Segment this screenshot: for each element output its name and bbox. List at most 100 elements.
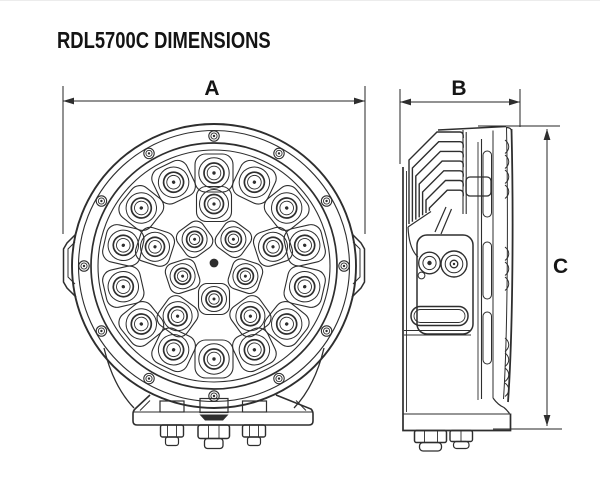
dimension-b: B bbox=[399, 77, 521, 164]
foot-chamfers bbox=[139, 400, 307, 411]
dimension-c-extension-lines bbox=[478, 125, 562, 430]
housing-strip-top bbox=[482, 150, 492, 218]
led-cell bbox=[118, 301, 165, 347]
led-module bbox=[194, 339, 234, 379]
led-module bbox=[227, 258, 264, 295]
foot-shadow-wedge bbox=[199, 414, 229, 421]
foot-tab-right bbox=[241, 400, 268, 413]
led-cell bbox=[194, 153, 234, 193]
lens-top-corner bbox=[505, 126, 513, 133]
front-view: A bbox=[62, 77, 366, 450]
bezel-screw bbox=[143, 372, 155, 385]
support-strut bbox=[434, 206, 453, 235]
led-cell bbox=[263, 185, 310, 231]
led-cell bbox=[134, 226, 176, 267]
lens-tick bbox=[504, 154, 510, 169]
base-outline bbox=[402, 413, 512, 432]
housing-outer-circle bbox=[71, 123, 357, 409]
housing-strip-bottom bbox=[482, 311, 492, 365]
bezel-circle bbox=[90, 142, 338, 390]
led-module bbox=[175, 220, 214, 259]
lens-front-outer bbox=[507, 128, 514, 403]
led-module bbox=[102, 265, 145, 308]
bezel-screws bbox=[78, 130, 350, 402]
led-cell bbox=[232, 159, 277, 205]
housing-clip bbox=[465, 176, 492, 197]
led-cell bbox=[227, 258, 264, 295]
arrow-down-icon bbox=[543, 415, 551, 426]
led-cell bbox=[229, 295, 272, 338]
led-module bbox=[283, 265, 326, 308]
lens-tick bbox=[504, 382, 510, 397]
bezel-screw bbox=[95, 195, 108, 207]
heatsink-fin bbox=[421, 170, 464, 216]
led-module bbox=[102, 224, 145, 267]
arrow-left-icon bbox=[63, 97, 74, 105]
lens-tick bbox=[504, 184, 510, 199]
lens-tick bbox=[504, 169, 510, 184]
led-module bbox=[118, 185, 165, 231]
arrow-up-icon bbox=[543, 129, 551, 140]
connector-bolt bbox=[440, 250, 468, 278]
led-cell bbox=[102, 265, 145, 308]
led-cell bbox=[232, 327, 277, 373]
led-module bbox=[197, 282, 231, 316]
bezel-screw bbox=[338, 260, 350, 272]
lens-tick bbox=[504, 276, 510, 291]
lens-tick bbox=[504, 261, 510, 276]
mounting-foot bbox=[132, 394, 314, 450]
right-tab-inner bbox=[352, 241, 361, 285]
led-cell bbox=[283, 224, 326, 267]
dimension-b-label: B bbox=[451, 77, 466, 100]
bezel-screw bbox=[143, 147, 155, 160]
led-cell bbox=[102, 224, 145, 267]
led-module bbox=[263, 301, 310, 347]
dimension-a: A bbox=[62, 77, 366, 234]
led-module bbox=[151, 327, 196, 373]
bezel-screw bbox=[320, 195, 333, 207]
center-breather-dot bbox=[209, 258, 219, 268]
base-nut-left bbox=[413, 429, 448, 452]
bracket-bottom-lines bbox=[404, 330, 471, 336]
dimension-a-label: A bbox=[204, 77, 219, 100]
lens-circle bbox=[97, 149, 331, 383]
lens-tick bbox=[504, 352, 510, 367]
led-module bbox=[151, 159, 196, 205]
led-cell bbox=[194, 339, 234, 379]
foot-tab-left bbox=[159, 400, 185, 413]
oval-slot bbox=[410, 305, 469, 327]
led-module bbox=[229, 295, 272, 338]
foot-bolt-right bbox=[241, 424, 267, 447]
bezel-screw bbox=[273, 147, 285, 160]
dimension-a-extension-lines bbox=[62, 86, 366, 234]
led-cell bbox=[151, 159, 196, 205]
led-cell bbox=[283, 265, 326, 308]
housing-strip-middle bbox=[482, 241, 492, 300]
led-module bbox=[134, 226, 176, 267]
led-module bbox=[195, 185, 233, 223]
led-cell bbox=[118, 185, 165, 231]
dimension-c-label: C bbox=[553, 255, 568, 278]
led-array bbox=[102, 153, 326, 379]
led-cell bbox=[252, 226, 294, 267]
led-module bbox=[263, 185, 310, 231]
led-cell bbox=[151, 327, 196, 373]
led-module bbox=[283, 224, 326, 267]
led-cell bbox=[195, 185, 233, 223]
connector-breather bbox=[417, 251, 441, 280]
body-top-edge bbox=[437, 125, 507, 131]
bezel-screw bbox=[273, 372, 285, 385]
arrow-right-icon bbox=[509, 98, 520, 106]
lens-front-inner bbox=[503, 127, 508, 400]
base-nut-right bbox=[449, 429, 474, 450]
led-cell bbox=[197, 282, 231, 316]
dimension-c: C bbox=[478, 125, 568, 430]
led-module bbox=[232, 159, 277, 205]
led-cell bbox=[164, 258, 201, 295]
lens-tick bbox=[504, 139, 510, 154]
led-module bbox=[156, 295, 199, 338]
bezel-screw bbox=[208, 390, 220, 402]
bezel-screw bbox=[78, 260, 90, 272]
